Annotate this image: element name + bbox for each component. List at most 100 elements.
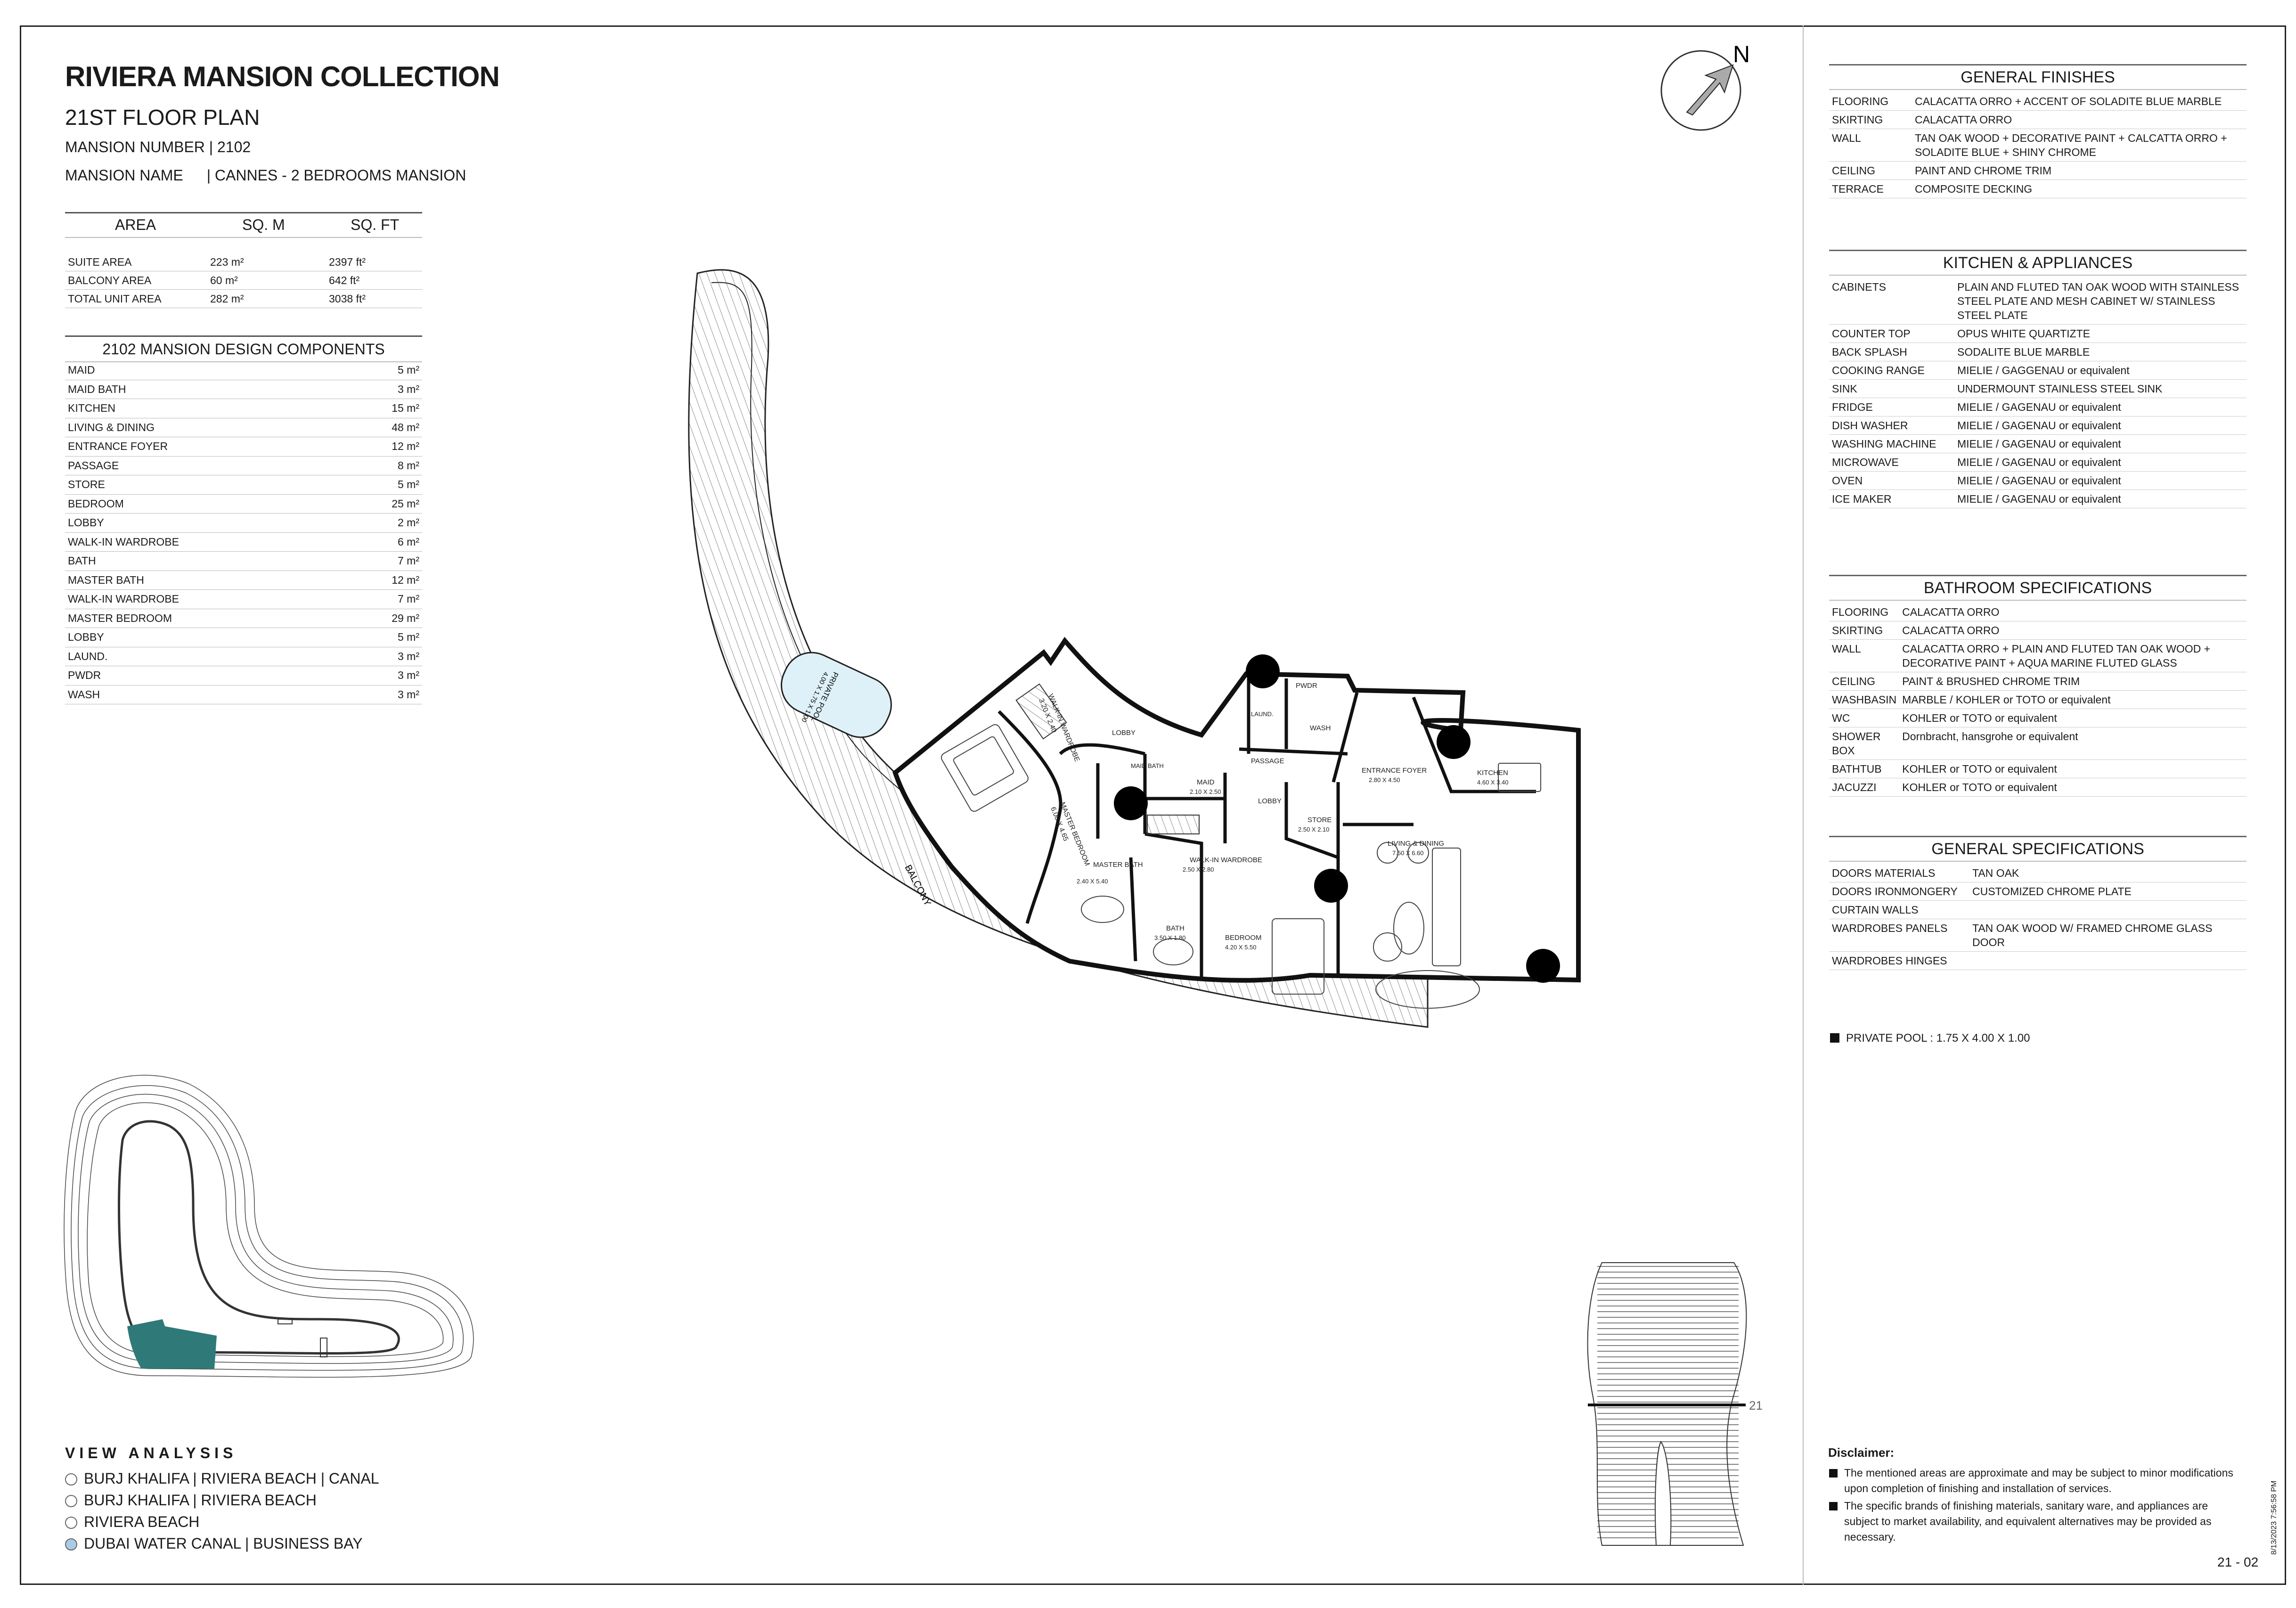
room-dims: 7.50 X 6.60 bbox=[1392, 849, 1424, 857]
wardrobe-hatch bbox=[1015, 683, 1067, 740]
print-timestamp: 8/13/2023 7:56:58 PM bbox=[2270, 1480, 2278, 1555]
elevation-void bbox=[1655, 1441, 1672, 1546]
floor-plan: BALCONY PRIVATE POOL 4.00 X 1.75 X 1.00 bbox=[688, 269, 1581, 1028]
elevation-floor-number: 21 bbox=[1749, 1398, 1763, 1412]
bathtub-icon bbox=[1153, 938, 1193, 965]
room-dims: 2.40 X 5.40 bbox=[1077, 878, 1108, 885]
wall bbox=[1332, 692, 1359, 783]
sofa-icon bbox=[1375, 970, 1480, 1009]
room-label: MASTER BATH bbox=[1093, 861, 1143, 869]
general-specs-title: GENERAL SPECIFICATIONS bbox=[1829, 836, 2247, 862]
room-label: BEDROOM bbox=[1225, 934, 1262, 942]
armchair-icon bbox=[1407, 842, 1429, 864]
mansion-number: MANSION NUMBER | 2102 bbox=[65, 139, 251, 155]
north-label: N bbox=[1733, 41, 1750, 67]
wall bbox=[1059, 743, 1145, 756]
view-option[interactable]: DUBAI WATER CANAL | BUSINESS BAY bbox=[65, 1535, 363, 1552]
page-number: 21 - 02 bbox=[2217, 1555, 2259, 1569]
bathroom-title: BATHROOM SPECIFICATIONS bbox=[1829, 575, 2247, 601]
bullet-square-icon bbox=[1830, 1033, 1839, 1043]
radio-icon[interactable] bbox=[65, 1538, 77, 1551]
view-option[interactable]: BURJ KHALIFA | RIVIERA BEACH bbox=[65, 1492, 317, 1509]
drawing-frame bbox=[20, 25, 2286, 1585]
wall bbox=[997, 710, 1062, 924]
building-elevation: 21 bbox=[1587, 1262, 1763, 1546]
key-plan-outline bbox=[78, 1094, 454, 1364]
room-label: LOBBY bbox=[1258, 797, 1282, 805]
column bbox=[1526, 949, 1560, 983]
radio-icon[interactable] bbox=[65, 1495, 77, 1507]
key-plan-outline bbox=[64, 1075, 474, 1378]
view-option[interactable]: BURJ KHALIFA | RIVIERA BEACH | CANAL bbox=[65, 1470, 379, 1487]
general-finishes-title: GENERAL FINISHES bbox=[1829, 64, 2247, 90]
table-row: WARDROBES HINGES bbox=[1829, 951, 2247, 970]
bullet-square-icon bbox=[1829, 1469, 1838, 1477]
room-dims: 2.50 X 2.80 bbox=[1183, 866, 1214, 873]
key-plan-marker bbox=[278, 1319, 293, 1324]
table-row: LAUND.3 m² bbox=[65, 647, 422, 666]
radio-icon[interactable] bbox=[65, 1517, 77, 1529]
room-label: STORE bbox=[1307, 816, 1332, 824]
view-option[interactable]: RIVIERA BEACH bbox=[65, 1513, 199, 1531]
dining-table-icon bbox=[1432, 848, 1461, 966]
elevation-outline bbox=[1587, 1262, 1747, 1546]
master-bed-icon bbox=[941, 724, 1029, 812]
disclaimer-item: The mentioned areas are approximate and … bbox=[1829, 1465, 2235, 1496]
room-label: ENTRANCE FOYER bbox=[1362, 767, 1427, 775]
floor-title: 21ST FLOOR PLAN bbox=[65, 105, 260, 130]
wardrobe-hatch bbox=[1147, 815, 1200, 834]
unit-exterior-wall bbox=[892, 637, 1581, 983]
north-compass: N bbox=[1660, 41, 1750, 131]
room-dims: 3.50 X 1.80 bbox=[1154, 934, 1186, 941]
room-label: PWDR bbox=[1296, 682, 1317, 690]
disclaimer-item: The specific brands of finishing materia… bbox=[1829, 1498, 2235, 1545]
compass-ring bbox=[1660, 50, 1741, 131]
radio-icon[interactable] bbox=[65, 1473, 77, 1486]
column bbox=[1114, 786, 1148, 820]
room-label: KITCHEN bbox=[1477, 769, 1508, 777]
disclaimer-title: Disclaimer: bbox=[1828, 1445, 1895, 1460]
table-row: CURTAIN WALLS bbox=[1829, 900, 2247, 919]
room-label: MAID BATH bbox=[1131, 762, 1164, 769]
key-plan-outline bbox=[71, 1085, 464, 1371]
key-plan-outline bbox=[87, 1102, 444, 1357]
kitchen-island-icon bbox=[1498, 763, 1541, 792]
wall bbox=[1284, 782, 1339, 859]
wall bbox=[1239, 747, 1348, 756]
kitchen-title: KITCHEN & APPLIANCES bbox=[1829, 250, 2247, 276]
wall bbox=[1144, 832, 1203, 980]
sofa-icon bbox=[1393, 902, 1424, 955]
